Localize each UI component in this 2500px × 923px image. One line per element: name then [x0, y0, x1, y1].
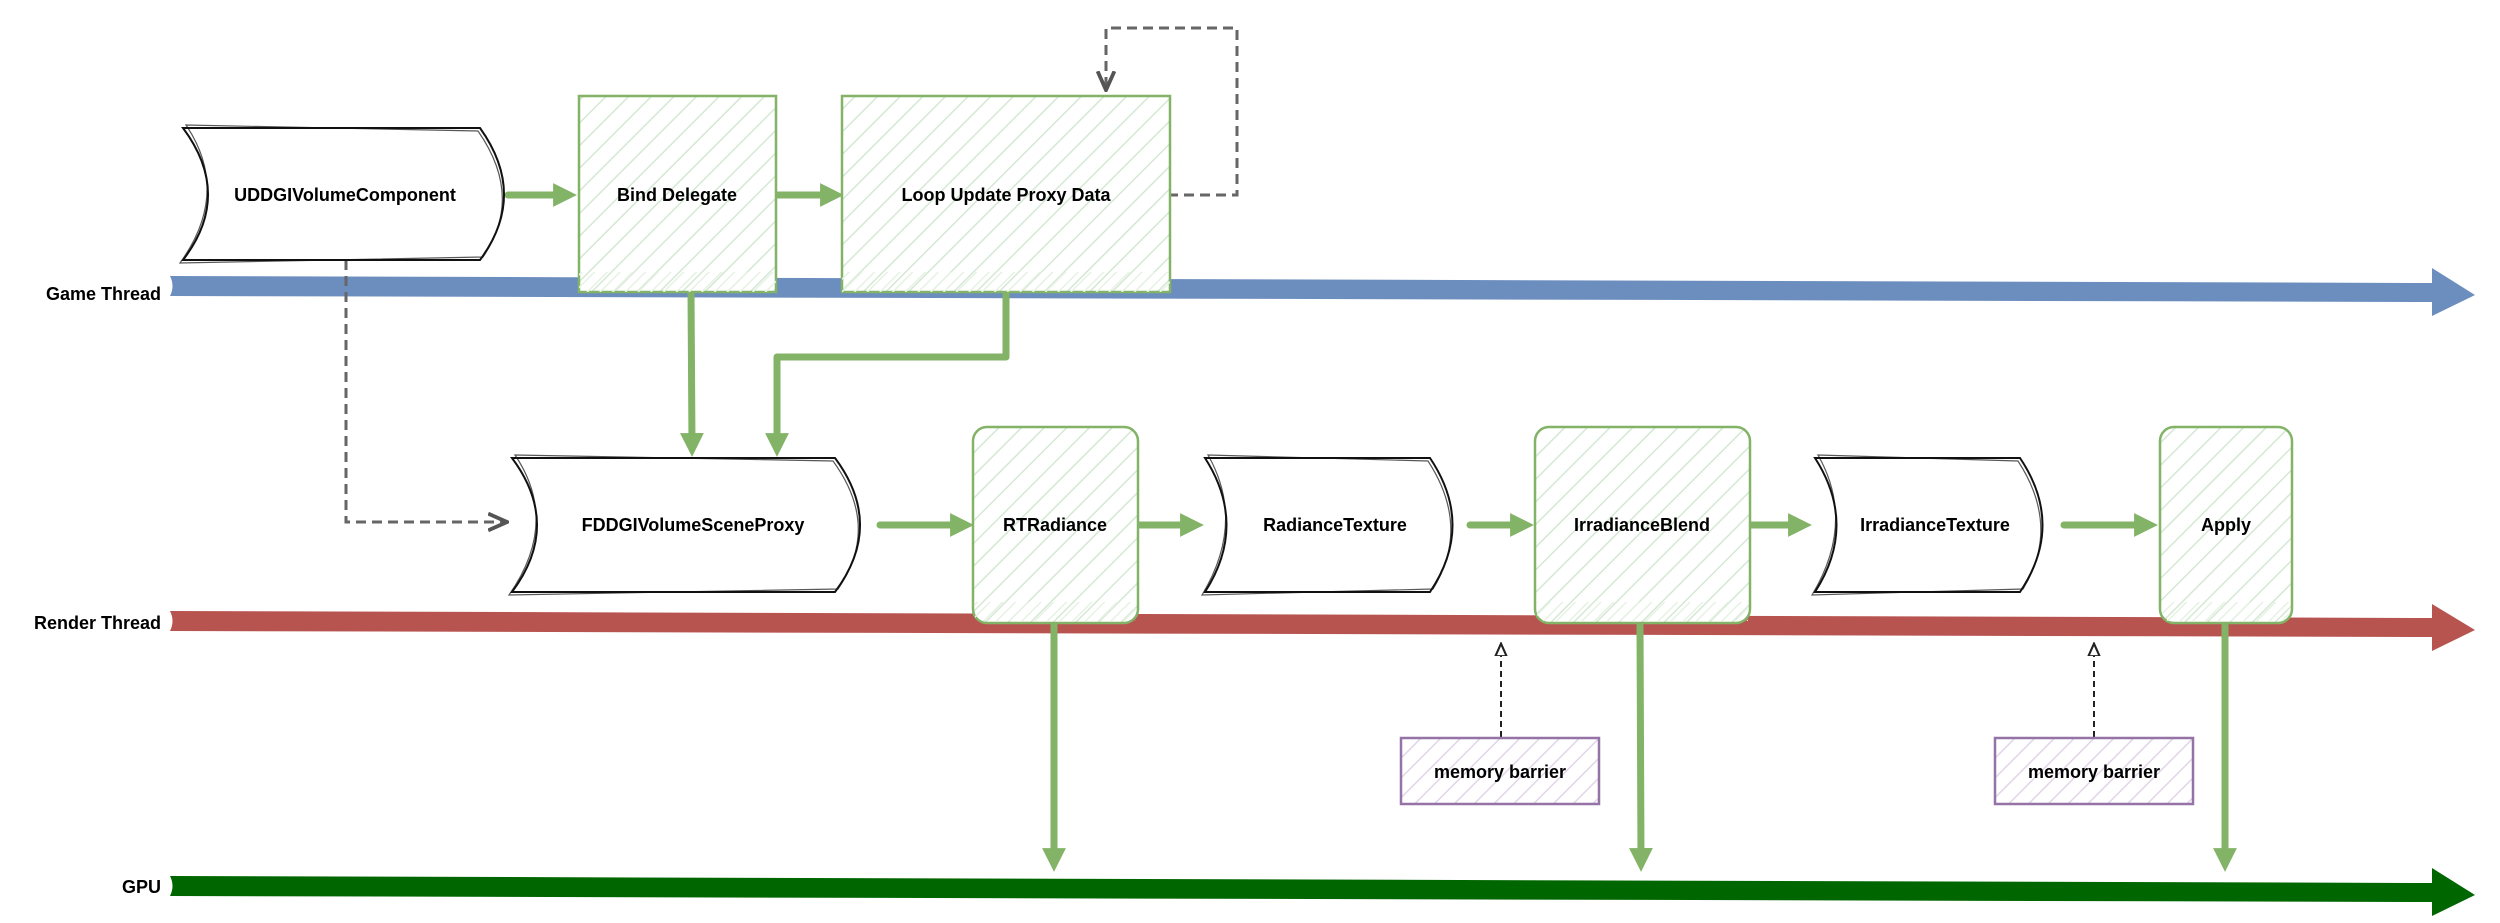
node-loop-update-proxy-data[interactable]: Loop Update Proxy Data	[840, 94, 1172, 294]
game-thread-label: Game Thread	[46, 284, 161, 304]
gpu-label: GPU	[122, 877, 161, 897]
game-thread-arrow	[170, 268, 2475, 316]
node-label-loop-update: Loop Update Proxy Data	[901, 185, 1111, 205]
node-label-component: UDDGIVolumeComponent	[234, 185, 456, 205]
node-scene-proxy[interactable]: FDDGIVolumeSceneProxy	[507, 454, 861, 596]
node-label-radiance-texture: RadianceTexture	[1263, 515, 1407, 535]
render-thread-label: Render Thread	[34, 613, 161, 633]
node-label-rt-radiance: RTRadiance	[1003, 515, 1107, 535]
memory-barrier-2-label: memory barrier	[2028, 762, 2160, 782]
render-thread-arrow	[170, 604, 2475, 651]
node-bind-delegate[interactable]: Bind Delegate	[577, 94, 778, 294]
memory-barrier-2[interactable]: memory barrier	[1993, 736, 2195, 806]
gpu-arrow	[170, 868, 2475, 916]
node-label-scene-proxy: FDDGIVolumeSceneProxy	[582, 515, 805, 535]
memory-barrier-1-label: memory barrier	[1434, 762, 1566, 782]
node-label-irradiance-blend: IrradianceBlend	[1574, 515, 1710, 535]
node-irradiance-blend[interactable]: IrradianceBlend	[1533, 425, 1752, 625]
component-to-proxy-dashed-arrow	[344, 260, 505, 522]
node-apply[interactable]: Apply	[2158, 425, 2294, 625]
node-label-bind-delegate: Bind Delegate	[617, 185, 737, 205]
node-label-apply: Apply	[2201, 515, 2251, 535]
flow-loop-to-proxy	[765, 288, 1010, 457]
memory-barrier-1[interactable]: memory barrier	[1399, 736, 1601, 806]
flow-blend-to-gpu	[1629, 621, 1653, 872]
node-irradiance-texture[interactable]: IrradianceTexture	[1810, 454, 2044, 596]
flow-bind-to-proxy	[680, 288, 704, 457]
node-udddgi-volume-component[interactable]: UDDGIVolumeComponent	[178, 124, 505, 264]
node-label-irradiance-texture: IrradianceTexture	[1860, 515, 2010, 535]
node-rt-radiance[interactable]: RTRadiance	[971, 425, 1140, 625]
loop-self-dashed-arrow	[1106, 26, 1239, 197]
node-radiance-texture[interactable]: RadianceTexture	[1200, 454, 1454, 596]
